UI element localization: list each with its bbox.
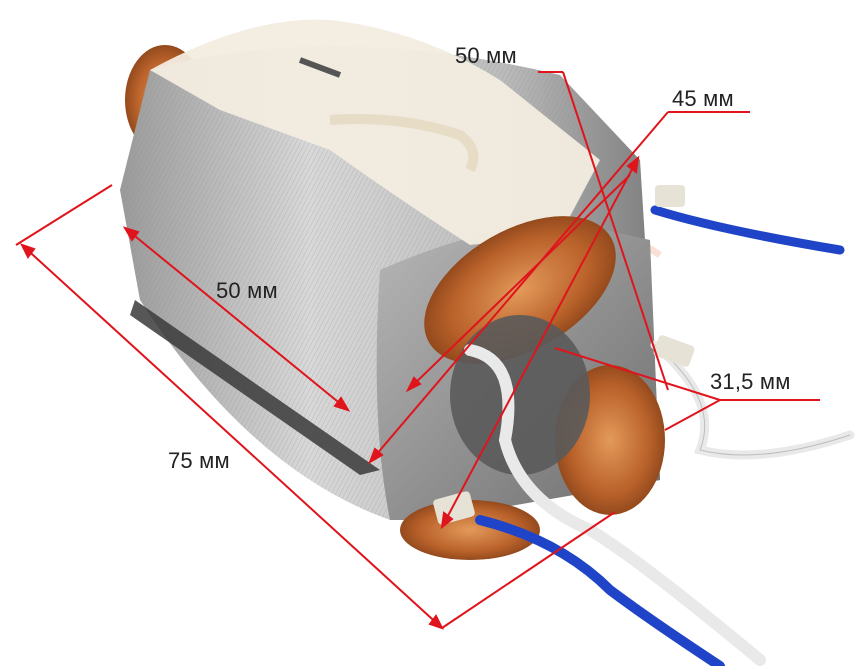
dim-line-50-top bbox=[562, 71, 669, 391]
dim-line-31-5 bbox=[554, 347, 721, 401]
dim-label-75: 75 мм bbox=[168, 448, 230, 473]
dimension-lines bbox=[15, 71, 820, 630]
dim-label-31-5: 31,5 мм bbox=[710, 369, 791, 394]
lead-wires bbox=[464, 205, 855, 666]
dim-label-top-50: 50 мм bbox=[455, 43, 517, 68]
dim-line-50-length bbox=[124, 227, 349, 411]
dim-line-45 bbox=[369, 111, 669, 463]
insulator-clip bbox=[653, 335, 695, 367]
dim-line-50-top bbox=[441, 157, 639, 528]
insulator-clip bbox=[655, 185, 685, 207]
dim-line-31-5 bbox=[664, 399, 721, 431]
rotor-bore bbox=[450, 315, 590, 475]
dim-line-75 bbox=[21, 244, 443, 629]
dim-label-length-50: 50 мм bbox=[216, 278, 278, 303]
dim-label-45: 45 мм bbox=[672, 86, 734, 111]
dim-line-75 bbox=[441, 511, 616, 629]
dim-line-75 bbox=[15, 184, 113, 246]
dim-line-45-branch bbox=[407, 174, 631, 391]
insulation-tape bbox=[150, 19, 600, 246]
